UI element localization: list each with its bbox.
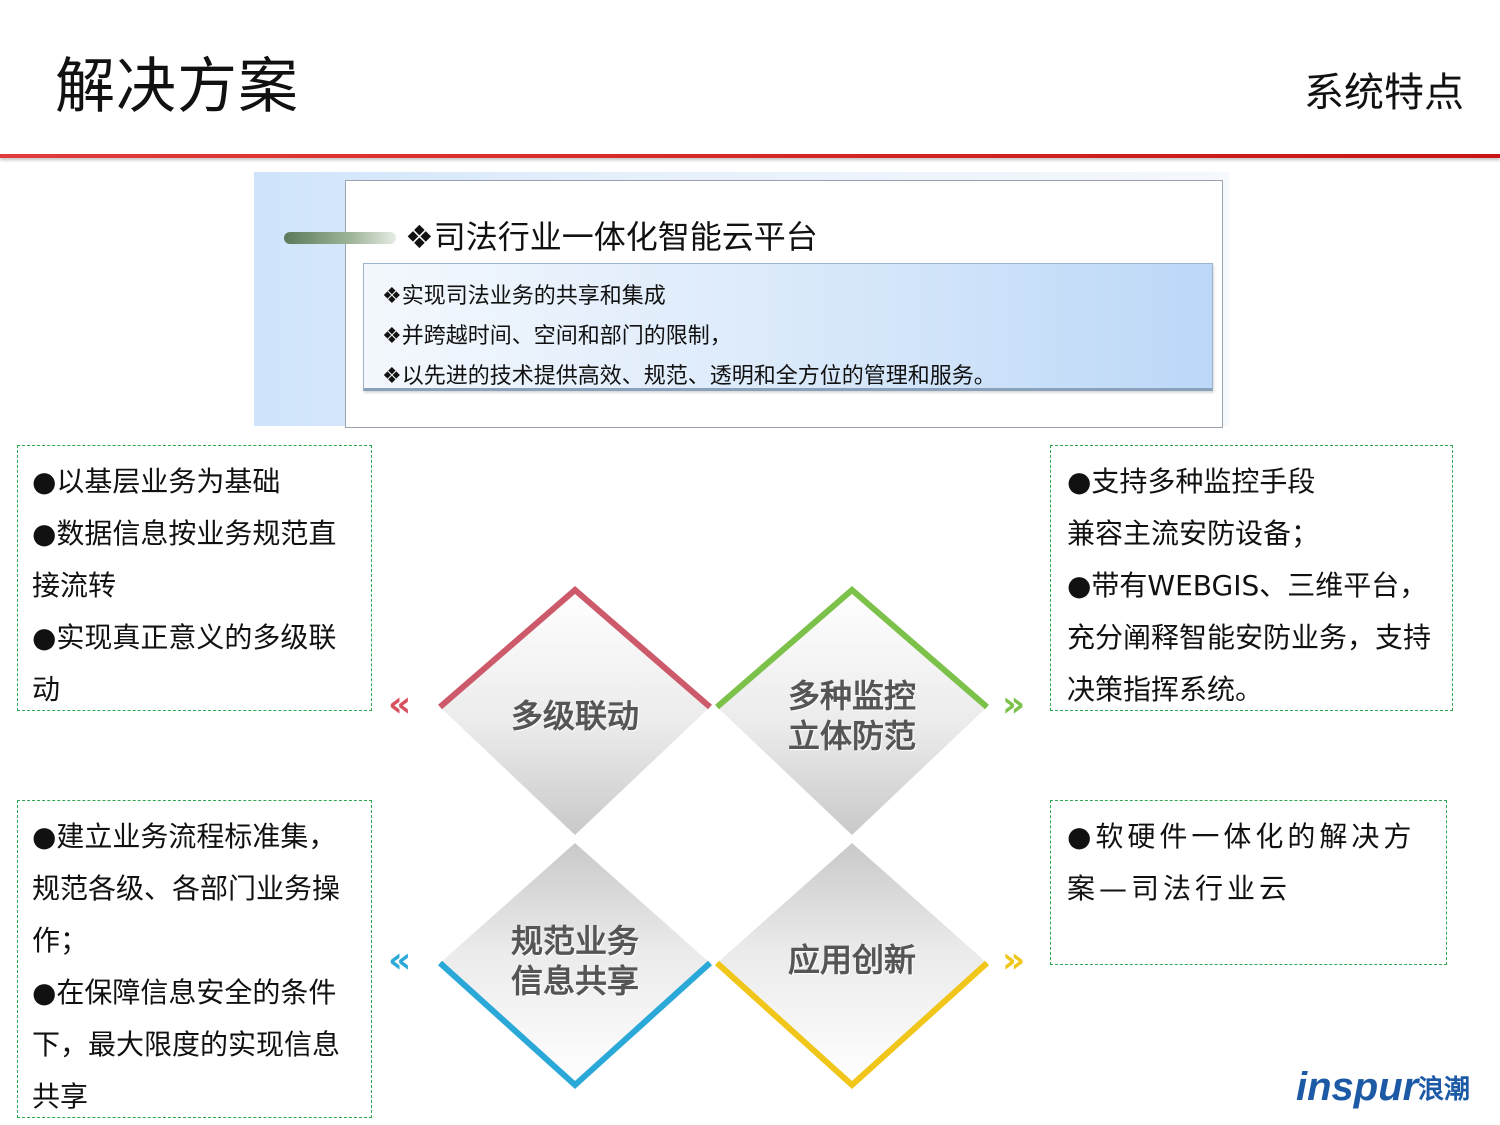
diamond-label-standardize: 规范业务 信息共享	[495, 921, 655, 1001]
diamond-tl-edge	[438, 586, 712, 710]
section-subtitle: 系统特点	[1304, 70, 1464, 116]
inspur-logo: inspur 浪潮	[1296, 1065, 1470, 1109]
feature-text: ●支持多种监控手段	[1067, 465, 1316, 498]
feature-box-bottom-right: ●软硬件一体化的解决方案—司法行业云	[1050, 800, 1447, 965]
diamond-label-line: 信息共享	[510, 962, 639, 1000]
platform-feature-1: ❖实现司法业务的共享和集成	[382, 284, 666, 309]
feature-text: ●软硬件一体化的解决方案—司法行业云	[1067, 820, 1416, 905]
platform-title: ❖司法行业一体化智能云平台	[405, 218, 818, 256]
feature-text: ●在保障信息安全的条件下，最大限度的实现信息共享	[32, 976, 341, 1113]
feature-text: ●数据信息按业务规范直接流转	[32, 517, 337, 602]
platform-feature-2: ❖并跨越时间、空间和部门的限制，	[382, 324, 732, 349]
header-divider	[0, 154, 1500, 158]
logo-brand: inspur	[1296, 1065, 1421, 1109]
diamond-label-innovation: 应用创新	[787, 941, 916, 979]
chevron-left-icon: «	[388, 940, 411, 981]
diamond-label-line: 规范业务	[510, 922, 639, 960]
feature-box-top-left: ●以基层业务为基础 ●数据信息按业务规范直接流转 ●实现真正意义的多级联动	[17, 445, 372, 711]
feature-text: 兼容主流安防设备；	[1067, 517, 1320, 550]
chevron-left-icon: «	[388, 684, 411, 725]
diamond-br-edge	[714, 960, 990, 1090]
feature-text: ●以基层业务为基础	[32, 465, 281, 498]
feature-text: ●实现真正意义的多级联动	[32, 621, 337, 706]
platform-features-box: ❖实现司法业务的共享和集成 ❖并跨越时间、空间和部门的限制， ❖以先进的技术提供…	[363, 263, 1213, 391]
feature-text: ●带有WEBGIS、三维平台，充分阐释智能安防业务，支持决策指挥系统。	[1067, 569, 1432, 706]
chevron-right-icon: »	[1002, 940, 1025, 981]
diamond-label-monitoring: 多种监控 立体防范	[772, 676, 932, 756]
diamond-label-line: 立体防范	[787, 717, 916, 755]
page-title: 解决方案	[55, 52, 299, 122]
platform-feature-3: ❖以先进的技术提供高效、规范、透明和全方位的管理和服务。	[382, 364, 996, 389]
diamond-label-multi-level: 多级联动	[510, 697, 639, 735]
chevron-right-icon: »	[1002, 684, 1025, 725]
platform-connector	[284, 232, 396, 244]
feature-box-bottom-left: ●建立业务流程标准集，规范各级、各部门业务操作； ●在保障信息安全的条件下，最大…	[17, 800, 372, 1118]
logo-chinese: 浪潮	[1418, 1074, 1470, 1105]
diamond-label-line: 多种监控	[787, 677, 916, 715]
feature-box-top-right: ●支持多种监控手段 兼容主流安防设备； ●带有WEBGIS、三维平台，充分阐释智…	[1050, 445, 1453, 711]
feature-text: ●建立业务流程标准集，规范各级、各部门业务操作；	[32, 820, 341, 957]
